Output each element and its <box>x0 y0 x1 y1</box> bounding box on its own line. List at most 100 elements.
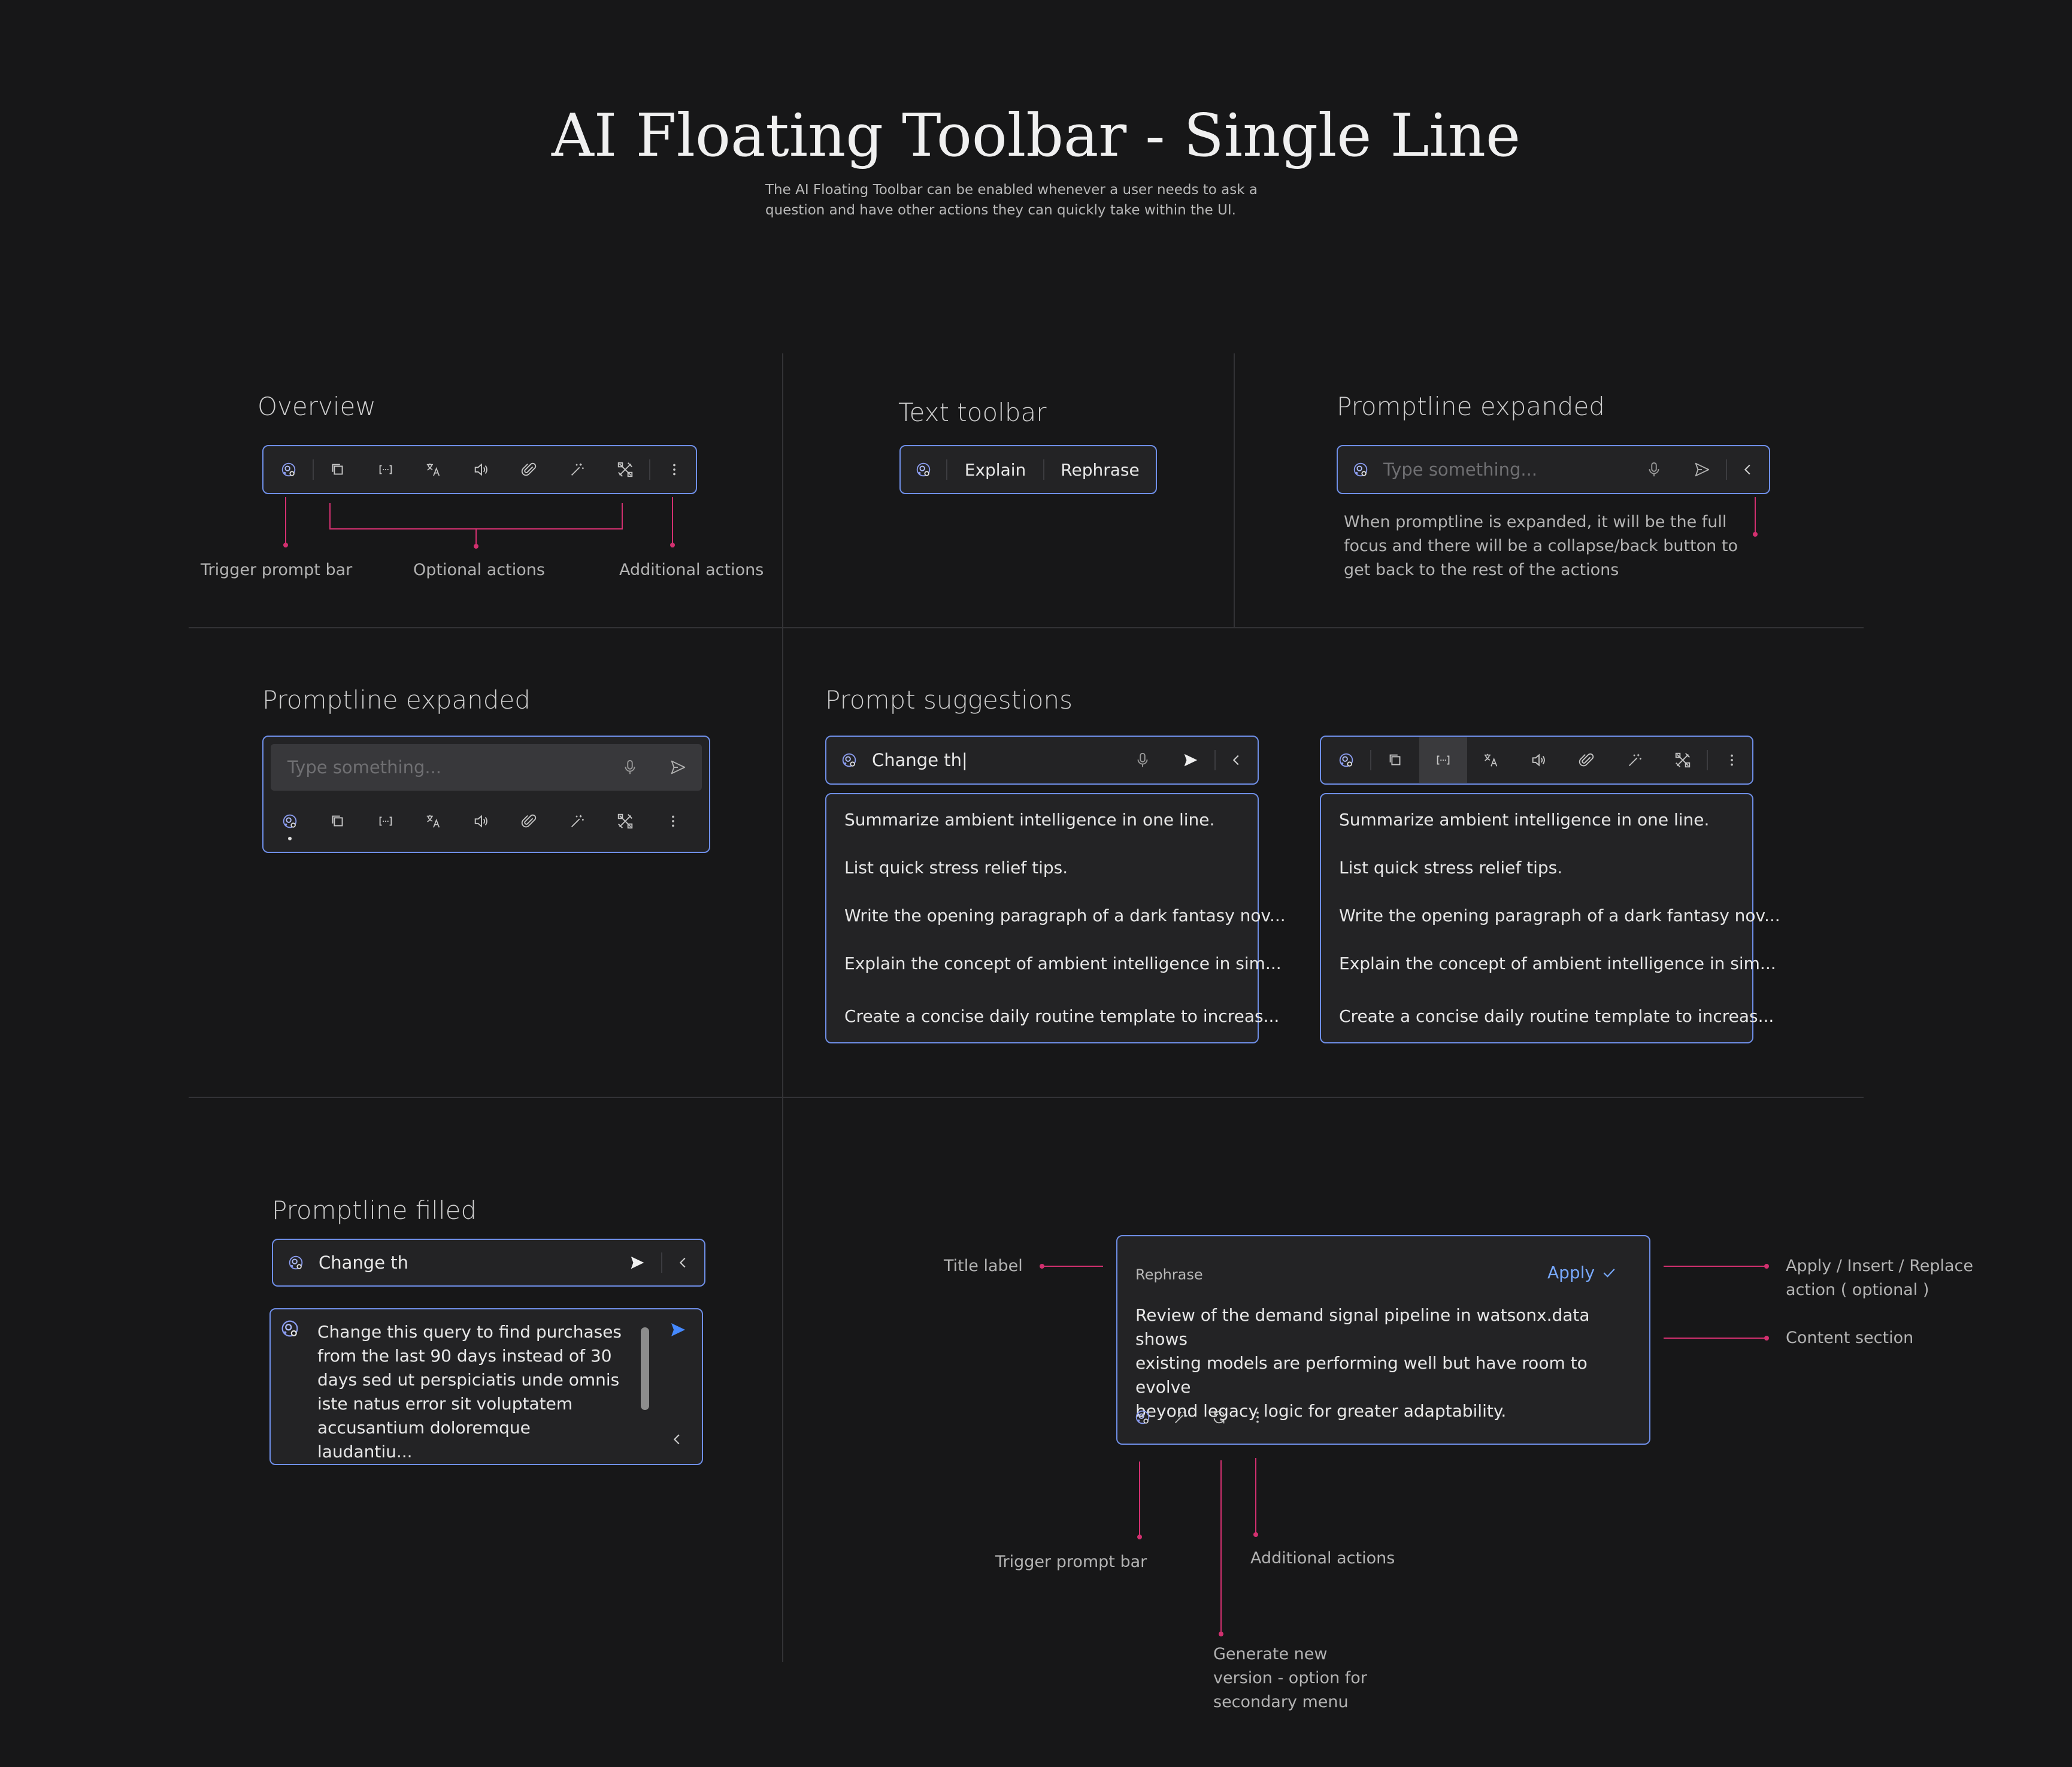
card-title-label: Rephrase <box>1135 1266 1203 1283</box>
overflow-menu-icon[interactable] <box>1238 1398 1277 1436</box>
regenerate-icon[interactable] <box>1200 1398 1238 1436</box>
microphone-icon[interactable] <box>606 745 654 790</box>
ai-trigger-icon[interactable] <box>1338 447 1383 492</box>
collapse-back-icon[interactable] <box>1727 447 1769 492</box>
annotation-line-text: Generate new <box>1213 1645 1328 1663</box>
section-title-prompt-suggestions: Prompt suggestions <box>825 685 1073 715</box>
ai-trigger-icon[interactable] <box>826 737 872 783</box>
magic-wand-icon[interactable] <box>1611 737 1659 783</box>
overflow-menu-icon[interactable] <box>649 798 697 844</box>
magic-wand-icon[interactable] <box>1162 1398 1200 1436</box>
page-title: AI Floating Toolbar - Single Line <box>551 102 1520 170</box>
attachment-icon[interactable] <box>505 447 553 492</box>
magic-wand-icon[interactable] <box>553 798 601 844</box>
divider <box>189 627 1864 628</box>
overflow-menu-icon[interactable] <box>1708 737 1756 783</box>
promptline-note: When promptline is expanded, it will be … <box>1344 510 1738 582</box>
attachment-icon[interactable] <box>505 798 553 844</box>
code-icon[interactable] <box>362 447 410 492</box>
overflow-menu-icon[interactable] <box>650 447 698 492</box>
magic-wand-icon[interactable] <box>553 447 601 492</box>
translate-icon[interactable] <box>410 798 458 844</box>
textarea-line: from the last 90 days instead of 30 <box>317 1346 612 1366</box>
separator <box>1043 459 1044 480</box>
suggestion-item[interactable]: Explain the concept of ambient intellige… <box>844 954 1282 973</box>
ai-trigger-icon[interactable] <box>1123 1398 1162 1436</box>
ai-toolbar-overview <box>262 445 697 494</box>
divider <box>189 1097 1864 1098</box>
suggestion-item[interactable]: List quick stress relief tips. <box>844 858 1068 878</box>
explain-button[interactable]: Explain <box>964 459 1026 480</box>
promptline-expanded-two-row: Type something... <box>262 736 710 853</box>
annotation-line-text: Apply / Insert / Replace <box>1786 1257 1973 1275</box>
note-line: When promptline is expanded, it will be … <box>1344 513 1727 531</box>
microphone-icon[interactable] <box>1630 447 1678 492</box>
collapse-back-icon[interactable] <box>668 1430 690 1452</box>
send-icon[interactable] <box>1167 737 1214 783</box>
copy-icon[interactable] <box>314 447 362 492</box>
section-title-promptline-filled: Promptline filled <box>272 1196 477 1225</box>
ai-trigger-icon[interactable] <box>265 447 313 492</box>
translate-icon[interactable] <box>410 447 458 492</box>
apply-button[interactable]: Apply <box>1547 1263 1617 1282</box>
annotation-dot <box>1764 1264 1769 1269</box>
scrollbar[interactable] <box>641 1327 649 1410</box>
send-icon[interactable] <box>1678 447 1726 492</box>
send-icon[interactable] <box>654 745 702 790</box>
tools-icon[interactable] <box>601 447 649 492</box>
copy-icon[interactable] <box>1371 737 1419 783</box>
ai-trigger-icon[interactable] <box>273 1240 319 1285</box>
rephrase-button[interactable]: Rephrase <box>1061 459 1140 480</box>
suggestion-item[interactable]: List quick stress relief tips. <box>1339 858 1563 878</box>
promptline-filled-expanded: Change this query to find purchases from… <box>269 1308 703 1465</box>
prompt-input-row: Type something... <box>271 744 702 791</box>
suggestion-item[interactable]: Write the opening paragraph of a dark fa… <box>844 906 1286 925</box>
content-line: beyond legacy logic for greater adaptabi… <box>1135 1401 1507 1421</box>
tools-icon[interactable] <box>601 798 649 844</box>
suggestion-item[interactable]: Summarize ambient intelligence in one li… <box>1339 810 1710 830</box>
volume-icon[interactable] <box>1515 737 1563 783</box>
ai-trigger-icon[interactable] <box>1322 737 1370 783</box>
prompt-input[interactable]: Type something... <box>287 757 442 777</box>
translate-icon[interactable] <box>1467 737 1515 783</box>
prompt-input[interactable]: Change th <box>319 1252 408 1273</box>
section-title-overview: Overview <box>258 392 376 421</box>
annotation-additional: Additional actions <box>619 561 764 579</box>
suggestion-item[interactable]: Summarize ambient intelligence in one li… <box>844 810 1215 830</box>
card-action-row <box>1123 1398 1277 1436</box>
prompt-textarea[interactable]: Change this query to find purchases from… <box>317 1320 629 1464</box>
suggestion-item[interactable]: Create a concise daily routine template … <box>844 1006 1280 1026</box>
microphone-icon[interactable] <box>1119 737 1167 783</box>
annotation-line <box>1139 1462 1140 1537</box>
annotation-dot <box>1753 532 1758 537</box>
volume-icon[interactable] <box>458 447 505 492</box>
code-icon[interactable] <box>362 798 410 844</box>
annotation-dot <box>474 544 478 549</box>
tools-icon[interactable] <box>1659 737 1707 783</box>
ai-trigger-icon[interactable] <box>266 798 314 844</box>
ai-trigger-icon[interactable] <box>279 1318 303 1342</box>
collapse-back-icon[interactable] <box>1216 737 1258 783</box>
prompt-input[interactable]: Type something... <box>1383 459 1538 480</box>
volume-icon[interactable] <box>458 798 505 844</box>
separator <box>649 459 650 480</box>
annotation-additional-card: Additional actions <box>1250 1549 1395 1568</box>
code-icon[interactable] <box>1419 737 1467 783</box>
attachment-icon[interactable] <box>1563 737 1611 783</box>
annotation-trigger-card: Trigger prompt bar <box>995 1553 1147 1571</box>
copy-icon[interactable] <box>314 798 362 844</box>
suggestion-item[interactable]: Write the opening paragraph of a dark fa… <box>1339 906 1780 925</box>
send-icon[interactable] <box>613 1240 661 1285</box>
suggestion-item[interactable]: Create a concise daily routine template … <box>1339 1006 1774 1026</box>
ai-trigger-icon[interactable] <box>901 447 946 492</box>
textarea-line: Change this query to find purchases <box>317 1322 622 1342</box>
send-icon[interactable] <box>668 1320 690 1342</box>
annotation-line <box>1042 1266 1103 1267</box>
collapse-back-icon[interactable] <box>662 1240 704 1285</box>
suggestion-item[interactable]: Explain the concept of ambient intellige… <box>1339 954 1776 973</box>
prompt-input[interactable]: Change th| <box>872 750 968 770</box>
suggestions-list: Summarize ambient intelligence in one li… <box>825 793 1286 1043</box>
textarea-line: days sed ut perspiciatis unde omnis <box>317 1370 620 1390</box>
active-dot <box>288 837 292 840</box>
prompt-suggestions-input-bar: Change th| <box>825 736 1259 785</box>
